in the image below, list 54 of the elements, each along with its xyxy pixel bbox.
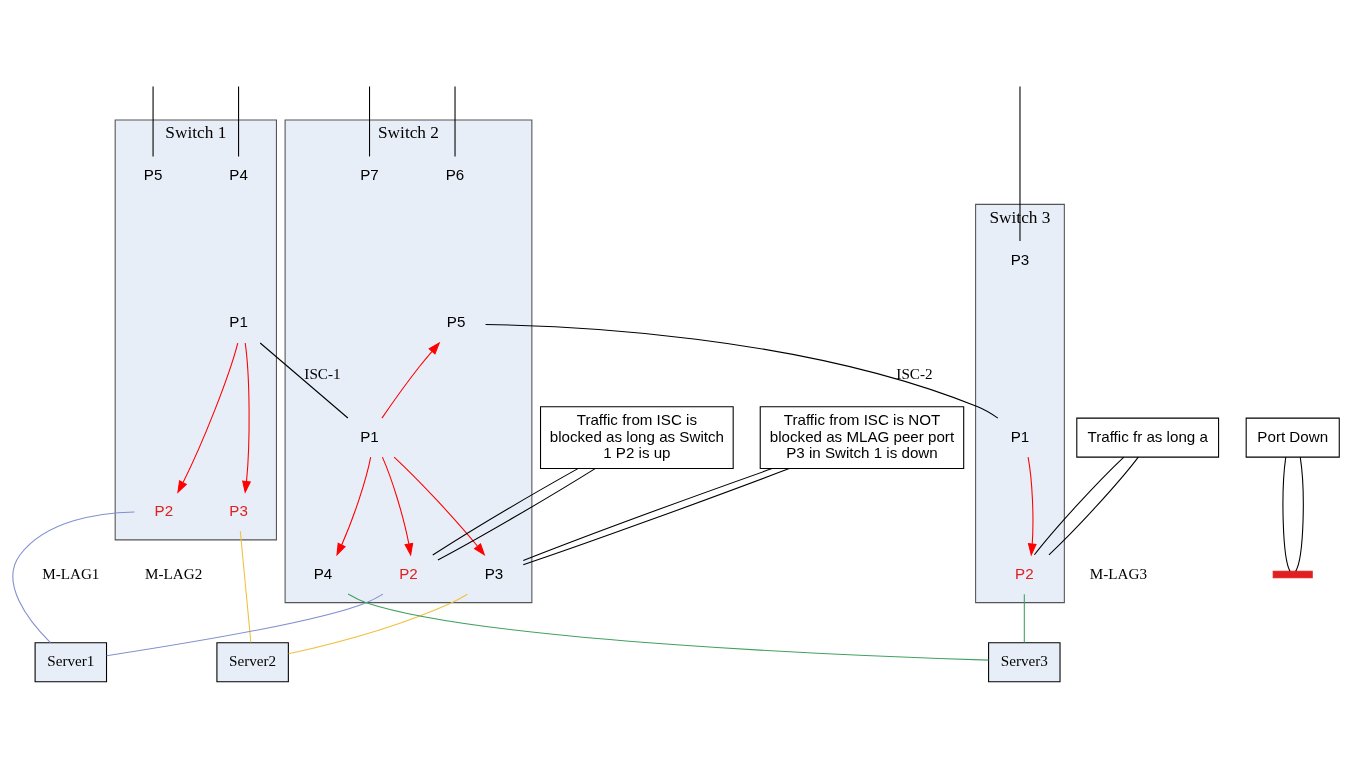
arrow — [1027, 456, 1037, 556]
connector — [485, 323, 999, 419]
connector — [1033, 456, 1125, 555]
node-text: P1 — [1010, 427, 1030, 445]
node-box: Server3 — [988, 641, 1061, 682]
arrow — [381, 341, 441, 419]
node-text: P2 — [1015, 564, 1034, 582]
node-box: Traffic from ISC is NOT blocked as MLAG peer port P3 in Switch 1 is down — [759, 405, 965, 469]
node-text: P6 — [445, 165, 465, 183]
label: M-LAG2 — [145, 564, 203, 582]
node-box: Traffic from ISC is blocked as long as Switch 1 P2 is up — [540, 405, 734, 469]
connector — [12, 510, 135, 643]
connector — [454, 85, 456, 157]
node-bar — [1272, 570, 1313, 578]
node-text: P3 — [1010, 250, 1030, 268]
connector — [152, 85, 154, 157]
connector — [347, 593, 990, 661]
node-box: Traffic fr as long a — [1076, 417, 1220, 458]
label: M-LAG3 — [1089, 564, 1148, 582]
node-box: Port Down — [1245, 417, 1340, 458]
edge-label: ISC-2 — [896, 364, 933, 382]
node-text: P5 — [446, 312, 466, 330]
node-text: P7 — [360, 165, 379, 183]
arrow — [336, 456, 372, 556]
connector — [1023, 593, 1025, 643]
connector — [106, 593, 384, 656]
node-text: P1 — [360, 427, 379, 445]
arrow — [393, 456, 486, 556]
connector — [437, 467, 596, 561]
node-text: P2 — [399, 564, 418, 582]
connector — [368, 85, 371, 157]
node-text: P5 — [143, 165, 163, 183]
connector — [1048, 456, 1139, 555]
connector — [239, 530, 252, 643]
edge-label: ISC-1 — [304, 364, 341, 382]
node-box: Server1 — [34, 641, 108, 682]
label: M-LAG1 — [42, 564, 100, 582]
connector — [1019, 85, 1021, 241]
arrow — [381, 456, 414, 556]
connector — [432, 467, 579, 556]
node-text: P4 — [229, 165, 248, 183]
connector — [1282, 456, 1291, 572]
node-text: P3 — [229, 501, 248, 519]
node-text: P3 — [484, 564, 504, 582]
node-text: P2 — [154, 501, 174, 519]
node-text: P4 — [313, 564, 333, 582]
arrow — [177, 342, 239, 494]
connector — [238, 85, 240, 157]
connector — [288, 593, 468, 654]
arrow — [242, 342, 252, 494]
connector — [259, 341, 349, 419]
node-box: Server2 — [216, 641, 289, 682]
connector — [1295, 456, 1304, 572]
node-text: P1 — [229, 312, 248, 330]
